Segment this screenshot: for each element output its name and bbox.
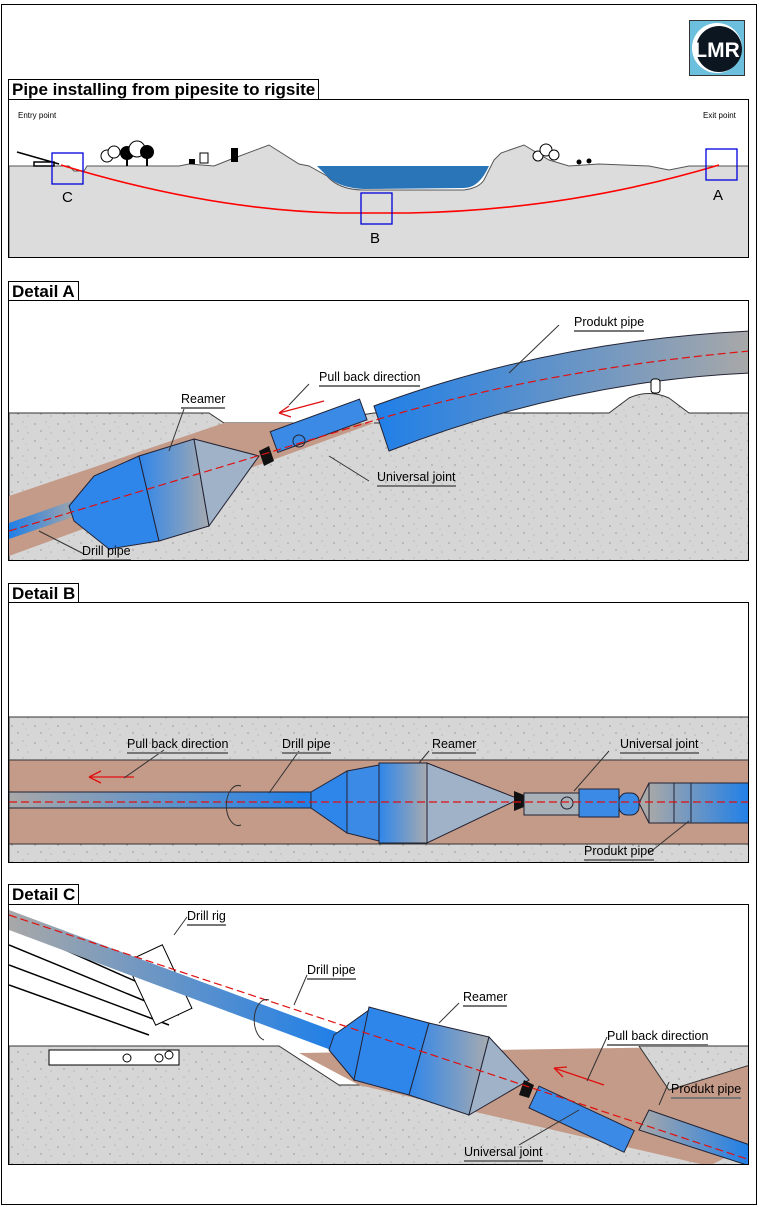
tower-icon xyxy=(231,148,238,162)
house-icon xyxy=(199,152,209,164)
universal-joint-label: Universal joint xyxy=(464,1145,543,1162)
reamer xyxy=(328,1006,530,1117)
logo-text: LMR xyxy=(694,39,740,62)
universal-joint xyxy=(519,1080,635,1153)
marker-box-a xyxy=(705,148,738,181)
detail-a-panel: Produkt pipe Pull back direction Reamer … xyxy=(8,300,749,561)
reamer-label: Reamer xyxy=(181,392,226,409)
universal-joint-label: Universal joint xyxy=(377,470,456,487)
pull-back-arrow xyxy=(88,770,134,784)
overview-panel: Entry point Exit point C B A xyxy=(8,99,749,258)
product-pipe-label: Produkt pipe xyxy=(584,844,655,861)
marker-box-b xyxy=(360,192,393,225)
detail-c-title: Detail C xyxy=(8,884,80,904)
marker-c-label: C xyxy=(62,189,73,206)
trees-right-icon xyxy=(532,143,592,165)
product-pipe-label: Produkt pipe xyxy=(574,315,645,332)
rotation-arrow-icon xyxy=(225,785,242,826)
centerline xyxy=(9,914,748,1160)
ground xyxy=(9,144,748,257)
universal-joint xyxy=(514,788,640,818)
trees-icon xyxy=(100,140,154,166)
car-icon xyxy=(189,159,195,164)
exit-point-label: Exit point xyxy=(703,111,736,120)
drill-pipe-label: Drill pipe xyxy=(307,963,356,980)
universal-joint-label: Universal joint xyxy=(620,737,699,754)
reamer xyxy=(310,762,521,844)
reamer xyxy=(68,438,260,550)
detail-c-panel: Drill rig Drill pipe Reamer Pull back di… xyxy=(8,904,749,1165)
marker-b-label: B xyxy=(370,230,381,247)
universal-joint xyxy=(259,398,368,466)
pull-back-label: Pull back direction xyxy=(607,1029,709,1046)
pull-back-label: Pull back direction xyxy=(319,370,421,387)
detail-b-title: Detail B xyxy=(8,583,80,603)
product-pipe xyxy=(373,330,748,452)
pull-back-arrow xyxy=(278,400,325,418)
page-frame xyxy=(1,4,757,1205)
marker-box-c xyxy=(51,152,84,185)
pull-back-label: Pull back direction xyxy=(127,737,229,754)
bore-path xyxy=(60,164,720,214)
rotation-arrow-icon xyxy=(253,999,270,1041)
overview-title: Pipe installing from pipesite to rigsite xyxy=(8,79,320,99)
lmr-logo: LMR xyxy=(689,20,745,76)
product-pipe-label: Produkt pipe xyxy=(671,1082,742,1099)
drill-pipe-label: Drill pipe xyxy=(282,737,331,754)
rig-icon xyxy=(16,151,60,167)
product-pipe xyxy=(638,782,748,824)
reamer-label: Reamer xyxy=(463,990,508,1007)
drill-pipe xyxy=(9,791,315,809)
drill-pipe xyxy=(9,910,339,1050)
reamer-label: Reamer xyxy=(432,737,477,754)
pull-back-arrow xyxy=(553,1066,605,1086)
drill-rig-label: Drill rig xyxy=(187,909,226,926)
drill-pipe-label: Drill pipe xyxy=(82,544,131,560)
river-water xyxy=(317,166,489,189)
entry-point-label: Entry point xyxy=(18,111,57,120)
worker-icon xyxy=(650,378,661,394)
detail-a-title: Detail A xyxy=(8,281,79,301)
detail-b-panel: Pull back direction Drill pipe Reamer Un… xyxy=(8,602,749,863)
drill-pipe xyxy=(9,500,79,539)
marker-a-label: A xyxy=(713,187,724,204)
